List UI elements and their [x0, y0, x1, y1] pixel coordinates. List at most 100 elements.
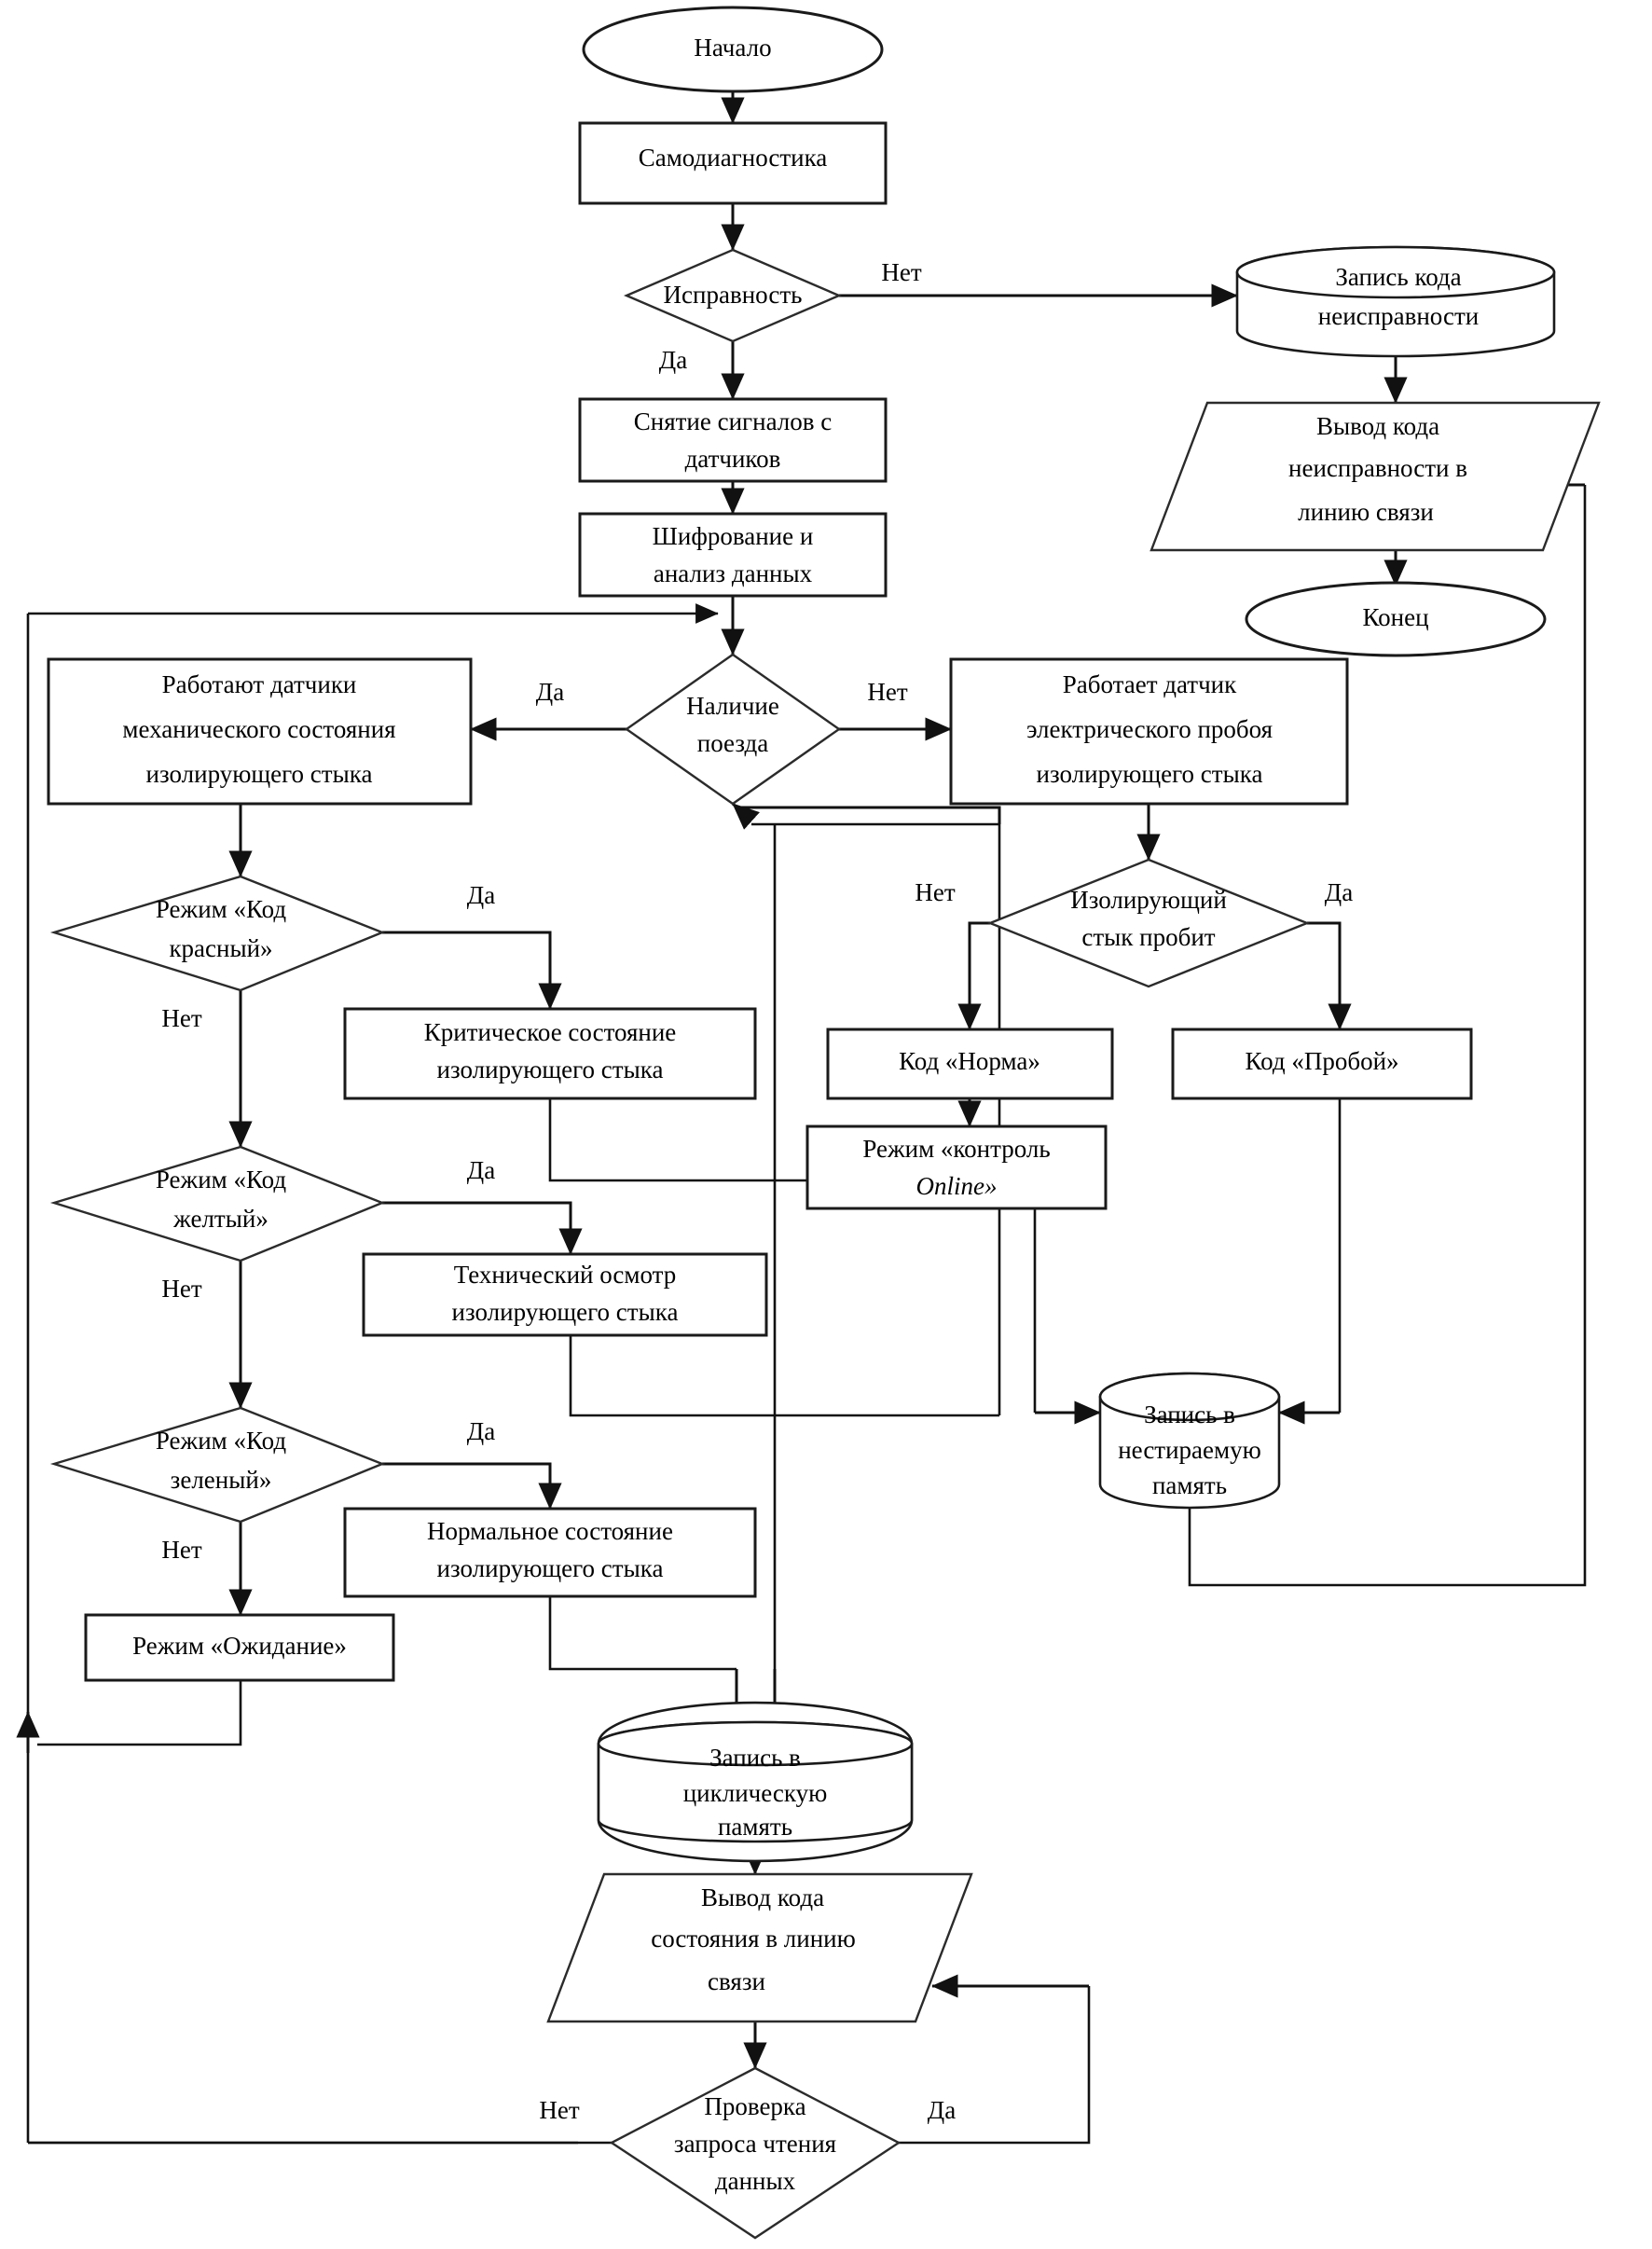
node-fault-out-line3: линию связи [1298, 498, 1434, 526]
edge-modegreen-yes [382, 1462, 562, 1510]
node-mech-line2: механического состояния [122, 715, 395, 743]
node-cyclic-line1: Запись в [709, 1744, 801, 1772]
edge-check-yes-rail [899, 1986, 1091, 2145]
node-code-break-label: Код «Пробой» [1245, 1047, 1398, 1075]
node-check-line2: запроса чтения [674, 2130, 836, 2158]
node-check-line3: данных [715, 2167, 796, 2195]
node-check-request-decision[interactable]: Проверка запроса чтения данных [609, 2066, 902, 2240]
edge-rail-into-train-bottom [731, 802, 760, 830]
node-fault-write-line1: Запись кода [1335, 263, 1461, 291]
node-nonerasable-memory-db[interactable]: Запись в нестираемую память [1098, 1372, 1281, 1510]
node-mechanical-sensors[interactable]: Работают датчики механического состояния… [47, 657, 473, 806]
node-inspection-line2: изолирующего стыка [452, 1298, 679, 1326]
edge-modeyellow-yes [382, 1201, 583, 1255]
edge-inspection-out [569, 1335, 999, 1417]
edge-label-train-yes: Да [536, 678, 564, 706]
node-fault-write-db[interactable]: Запись кода неисправности [1235, 245, 1556, 358]
node-fault-out-line2: неисправности в [1288, 454, 1467, 482]
edge-label-healthy-yes: Да [659, 346, 687, 374]
node-encrypt-analyze[interactable]: Шифрование и анализ данных [578, 512, 888, 598]
node-mech-line1: Работают датчики [162, 670, 357, 698]
edge-label-green-yes: Да [467, 1417, 495, 1445]
node-encrypt-line2: анализ данных [654, 559, 813, 587]
node-state-output-io[interactable]: Вывод кода состояния в линию связи [546, 1872, 973, 2023]
node-cyclic-memory-db[interactable]: Запись в циклическую память [597, 1701, 914, 1863]
edge-modewait-to-rail [37, 1680, 242, 1746]
node-mode-yellow-line1: Режим «Код [156, 1166, 286, 1193]
node-online-line2: Online» [916, 1172, 998, 1200]
node-inspection-line1: Технический осмотр [454, 1261, 677, 1289]
node-mech-line3: изолирующего стыка [146, 760, 373, 788]
node-end-label: Конец [1362, 603, 1428, 631]
node-critical-line2: изолирующего стыка [437, 1056, 664, 1083]
edge-label-yellow-yes: Да [467, 1156, 495, 1184]
node-selfdiagnostics[interactable]: Самодиагностика [578, 121, 888, 205]
node-code-norm[interactable]: Код «Норма» [826, 1028, 1114, 1100]
node-elec-line2: электрического пробоя [1026, 715, 1273, 743]
node-mode-online[interactable]: Режим «контроль Online» [805, 1124, 1108, 1210]
node-electrical-sensor[interactable]: Работает датчик электрического пробоя из… [949, 657, 1349, 806]
node-normal-state[interactable]: Нормальное состояние изолирующего стыка [343, 1507, 757, 1598]
node-state-out-line3: связи [708, 1967, 765, 1995]
node-read-sensors-line2: датчиков [685, 445, 781, 473]
edge-label-check-yes: Да [928, 2096, 956, 2124]
node-mode-green-decision[interactable]: Режим «Код зеленый» [49, 1406, 386, 1524]
node-code-break[interactable]: Код «Пробой» [1171, 1028, 1473, 1100]
node-start[interactable]: Начало [582, 6, 884, 93]
edge-modered-yes [382, 931, 562, 1010]
node-isolator-broken-decision[interactable]: Изолирующий стык пробит [986, 858, 1311, 988]
node-mode-green-line2: зеленый» [171, 1466, 272, 1494]
node-mode-green-line1: Режим «Код [156, 1427, 286, 1455]
edge-label-red-no: Нет [161, 1004, 201, 1032]
node-critical-line1: Критическое состояние [424, 1018, 677, 1046]
node-selfdiagnostics-label: Самодиагностика [639, 144, 828, 172]
edge-label-green-no: Нет [161, 1536, 201, 1564]
edge-label-check-no: Нет [539, 2096, 579, 2124]
node-broken-line1: Изолирующий [1070, 886, 1227, 914]
edge-nonerase-to-faultout-rail [1188, 485, 1587, 1587]
edge-label-healthy-no: Нет [881, 258, 921, 286]
node-fault-output-io[interactable]: Вывод кода неисправности в линию связи [1150, 401, 1601, 552]
node-cyclic-line2: циклическую [683, 1779, 828, 1807]
node-fault-write-line2: неисправности [1318, 302, 1479, 330]
node-mode-red-line2: красный» [169, 934, 272, 962]
node-nonerase-line1: Запись в [1144, 1400, 1235, 1428]
node-read-sensors-line1: Снятие сигналов с [634, 407, 833, 435]
node-read-sensors[interactable]: Снятие сигналов с датчиков [578, 397, 888, 483]
node-code-norm-label: Код «Норма» [899, 1047, 1040, 1075]
node-end[interactable]: Конец [1245, 581, 1547, 657]
node-train-line2: поезда [697, 729, 769, 757]
edge-label-yellow-no: Нет [161, 1275, 201, 1303]
edge-rail-up-turn [737, 806, 1001, 824]
node-train-present-decision[interactable]: Наличие поезда [624, 653, 842, 806]
node-fault-out-line1: Вывод кода [1316, 412, 1439, 440]
node-normal-line2: изолирующего стыка [437, 1554, 664, 1582]
node-train-line1: Наличие [686, 692, 779, 720]
node-mode-yellow-decision[interactable]: Режим «Код желтый» [49, 1145, 386, 1262]
node-broken-line2: стык пробит [1081, 923, 1215, 951]
node-critical-state[interactable]: Критическое состояние изолирующего стыка [343, 1007, 757, 1100]
node-nonerase-line2: нестираемую [1118, 1436, 1261, 1464]
edge-label-red-yes: Да [467, 881, 495, 909]
node-state-out-line2: состояния в линию [651, 1925, 856, 1952]
node-start-label: Начало [694, 34, 771, 62]
node-elec-line3: изолирующего стыка [1037, 760, 1263, 788]
edge-broken-no [957, 921, 990, 1030]
node-nonerase-line3: память [1152, 1471, 1227, 1499]
node-cyclic-line3: память [718, 1813, 792, 1841]
node-healthy-label: Исправность [664, 281, 803, 309]
node-healthy-decision[interactable]: Исправность [623, 248, 843, 343]
edge-label-train-no: Нет [867, 678, 907, 706]
node-mode-wait-label: Режим «Ожидание» [132, 1632, 347, 1660]
node-state-out-line1: Вывод кода [701, 1883, 824, 1911]
node-mode-red-decision[interactable]: Режим «Код красный» [49, 875, 386, 992]
edge-label-broken-no: Нет [915, 878, 955, 906]
node-mode-wait[interactable]: Режим «Ожидание» [84, 1613, 395, 1682]
node-mode-red-line1: Режим «Код [156, 895, 286, 923]
edge-label-broken-yes: Да [1325, 878, 1353, 906]
node-mode-yellow-line2: желтый» [172, 1205, 268, 1233]
node-technical-inspection[interactable]: Технический осмотр изолирующего стыка [362, 1252, 768, 1337]
node-normal-line1: Нормальное состояние [427, 1517, 673, 1545]
